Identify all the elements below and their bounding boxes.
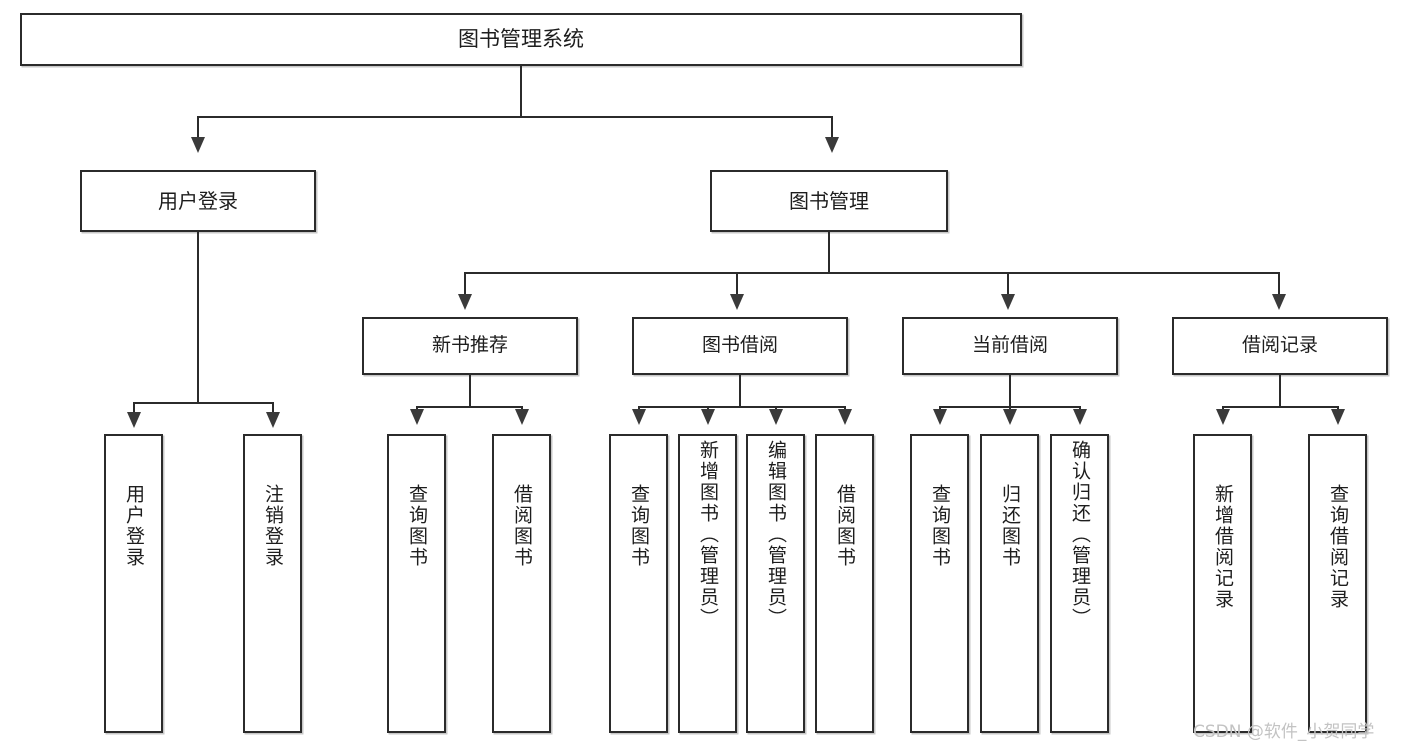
connector-bookmgmt-stem: [828, 232, 830, 272]
node-root-label: 图书管理系统: [458, 27, 584, 52]
leaf-user-logout[interactable]: 注销登录: [243, 434, 302, 733]
node-user-login[interactable]: 用户登录: [80, 170, 316, 232]
leaf-query-book-1[interactable]: 查询图书: [387, 434, 446, 733]
arrow-to-book-borrow: [730, 294, 744, 310]
connector-root-stem: [520, 66, 522, 116]
arrow-to-current-borrow: [1001, 294, 1015, 310]
node-book-mgmt-label: 图书管理: [789, 188, 869, 213]
node-user-login-label: 用户登录: [158, 188, 238, 213]
connector-userlogin-drop-1: [133, 402, 135, 414]
connector-bookmgmt-drop-1: [464, 272, 466, 296]
node-current-borrow[interactable]: 当前借阅: [902, 317, 1118, 375]
leaf-user-logout-label: 注销登录: [262, 484, 284, 568]
node-book-borrow-label: 图书借阅: [701, 334, 778, 357]
leaf-query-book-2[interactable]: 查询图书: [609, 434, 668, 733]
arrow-to-user-login: [191, 137, 205, 153]
connector-userlogin-stem: [197, 232, 199, 402]
arrow-to-leaf-user-login: [127, 412, 141, 428]
arrow-to-leaf-return-book: [1003, 409, 1017, 425]
arrow-to-leaf-query-book-1: [410, 409, 424, 425]
leaf-query-book-2-label: 查询图书: [628, 484, 650, 568]
leaf-query-book-3-label: 查询图书: [929, 484, 951, 568]
leaf-add-book[interactable]: 新增图书（管理员）: [678, 434, 737, 733]
arrow-to-leaf-query-book-3: [933, 409, 947, 425]
node-current-borrow-label: 当前借阅: [971, 334, 1048, 357]
node-borrow-record-label: 借阅记录: [1241, 334, 1318, 357]
leaf-query-book-1-label: 查询图书: [406, 484, 428, 568]
arrow-to-leaf-query-record: [1331, 409, 1345, 425]
connector-bookmgmt-bus: [464, 272, 1280, 274]
leaf-edit-book-label: 编辑图书（管理员）: [765, 440, 787, 629]
connector-newbook-bus: [416, 406, 523, 408]
node-root[interactable]: 图书管理系统: [20, 13, 1022, 66]
arrow-to-leaf-confirm-return: [1073, 409, 1087, 425]
connector-userlogin-bus: [133, 402, 274, 404]
leaf-borrow-book-1-label: 借阅图书: [511, 484, 533, 568]
node-borrow-record[interactable]: 借阅记录: [1172, 317, 1388, 375]
leaf-borrow-book-2-label: 借阅图书: [834, 484, 856, 568]
leaf-borrow-book-1[interactable]: 借阅图书: [492, 434, 551, 733]
leaf-user-login[interactable]: 用户登录: [104, 434, 163, 733]
arrow-to-borrow-record: [1272, 294, 1286, 310]
arrow-to-book-mgmt: [825, 137, 839, 153]
connector-newbook-stem: [469, 375, 471, 406]
leaf-return-book-label: 归还图书: [999, 484, 1021, 568]
node-book-mgmt[interactable]: 图书管理: [710, 170, 948, 232]
node-book-borrow[interactable]: 图书借阅: [632, 317, 848, 375]
connector-bookmgmt-drop-2: [736, 272, 738, 296]
leaf-borrow-book-2[interactable]: 借阅图书: [815, 434, 874, 733]
arrow-to-leaf-add-record: [1216, 409, 1230, 425]
connector-bookmgmt-drop-4: [1278, 272, 1280, 296]
arrow-to-leaf-add-book: [701, 409, 715, 425]
csdn-watermark: CSDN @软件_小贺同学: [1193, 722, 1375, 742]
connector-root-drop-1: [197, 116, 199, 139]
connector-root-bus: [197, 116, 833, 118]
leaf-query-book-3[interactable]: 查询图书: [910, 434, 969, 733]
leaf-add-record-label: 新增借阅记录: [1212, 484, 1234, 610]
connector-currentborrow-stem: [1009, 375, 1011, 406]
leaf-confirm-return-label: 确认归还（管理员）: [1069, 440, 1091, 629]
node-new-book-rec[interactable]: 新书推荐: [362, 317, 578, 375]
connector-bookborrow-bus: [638, 406, 846, 408]
arrow-to-leaf-edit-book: [769, 409, 783, 425]
leaf-edit-book[interactable]: 编辑图书（管理员）: [746, 434, 805, 733]
connector-borrowrecord-bus: [1222, 406, 1338, 408]
leaf-confirm-return[interactable]: 确认归还（管理员）: [1050, 434, 1109, 733]
leaf-query-record[interactable]: 查询借阅记录: [1308, 434, 1367, 733]
connector-bookborrow-stem: [739, 375, 741, 406]
arrow-to-leaf-query-book-2: [632, 409, 646, 425]
arrow-to-leaf-borrow-book-2: [838, 409, 852, 425]
arrow-to-leaf-borrow-book-1: [515, 409, 529, 425]
connector-root-drop-2: [831, 116, 833, 139]
connector-borrowrecord-stem: [1279, 375, 1281, 406]
connector-userlogin-drop-2: [272, 402, 274, 414]
arrow-to-new-book-rec: [458, 294, 472, 310]
leaf-add-record[interactable]: 新增借阅记录: [1193, 434, 1252, 733]
leaf-add-book-label: 新增图书（管理员）: [697, 440, 719, 629]
node-new-book-rec-label: 新书推荐: [431, 334, 508, 357]
leaf-query-record-label: 查询借阅记录: [1327, 484, 1349, 610]
leaf-return-book[interactable]: 归还图书: [980, 434, 1039, 733]
connector-bookmgmt-drop-3: [1007, 272, 1009, 296]
arrow-to-leaf-user-logout: [266, 412, 280, 428]
leaf-user-login-label: 用户登录: [123, 484, 145, 568]
